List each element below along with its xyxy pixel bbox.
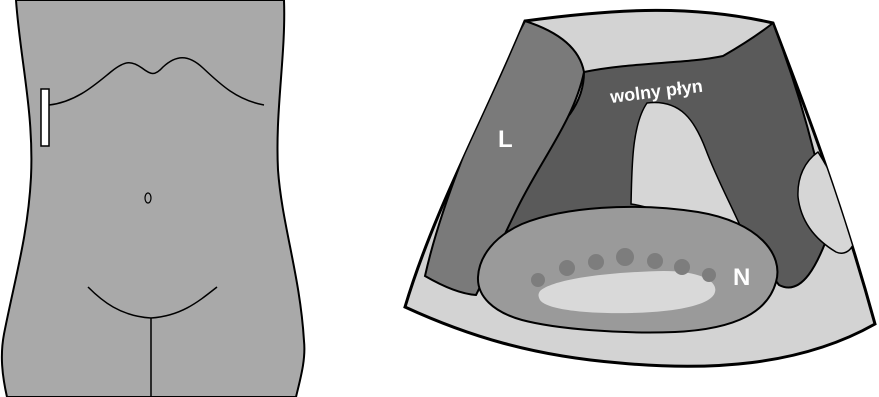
liver-label: L: [498, 126, 513, 153]
ultrasound-fan-scan: L wolny płyn N: [405, 10, 875, 366]
kidney-dot: [588, 254, 604, 270]
kidney-dot: [674, 259, 690, 275]
kidney-dot: [531, 273, 545, 287]
kidney-dot: [559, 260, 575, 276]
kidney-label: N: [733, 264, 750, 291]
kidney-dot: [702, 268, 716, 282]
kidney-dot: [647, 253, 663, 269]
torso-body: [2, 0, 305, 397]
kidney-dot: [616, 248, 634, 266]
ultrasound-probe-icon: [41, 89, 49, 146]
torso-illustration: [2, 0, 305, 397]
